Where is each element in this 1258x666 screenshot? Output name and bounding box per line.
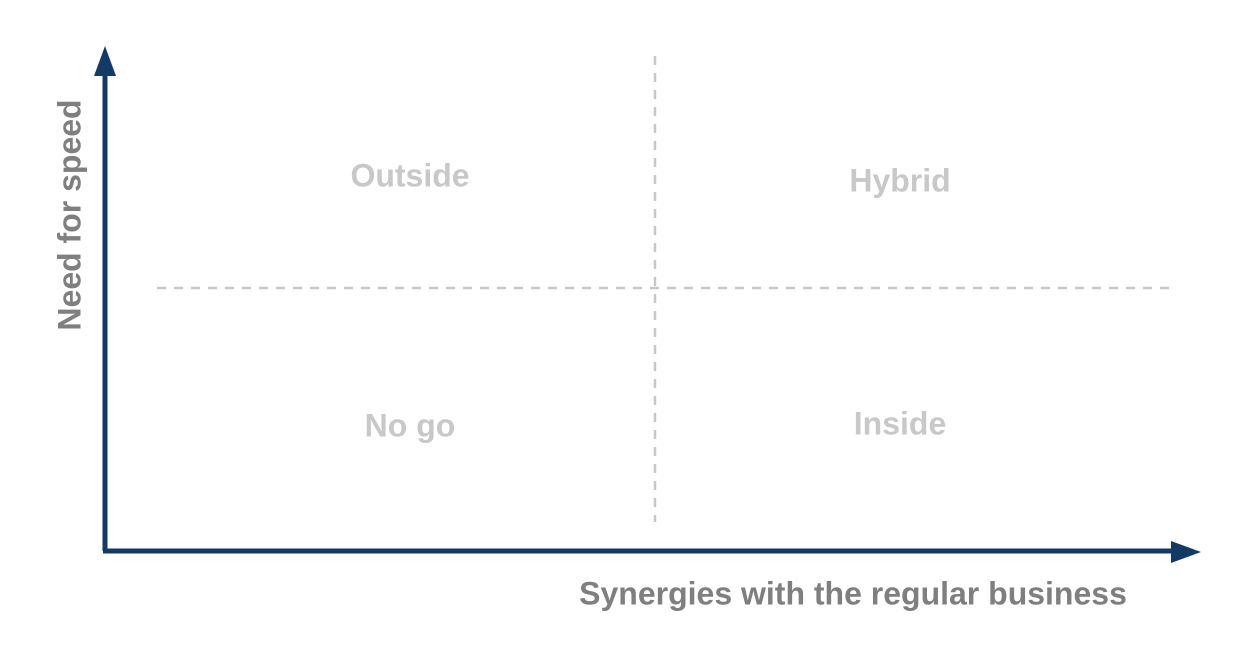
x-axis-arrowhead (1171, 541, 1201, 563)
quadrant-label-inside: Inside (853, 405, 947, 442)
quadrant-label-hybrid: Hybrid (849, 162, 951, 199)
y-axis-label: Need for speed (51, 99, 88, 331)
y-axis-arrowhead (94, 46, 116, 76)
quadrant-label-no-go: No go (364, 407, 456, 444)
quadrant-label-outside: Outside (350, 157, 470, 194)
x-axis-label: Synergies with the regular business (579, 575, 1127, 612)
